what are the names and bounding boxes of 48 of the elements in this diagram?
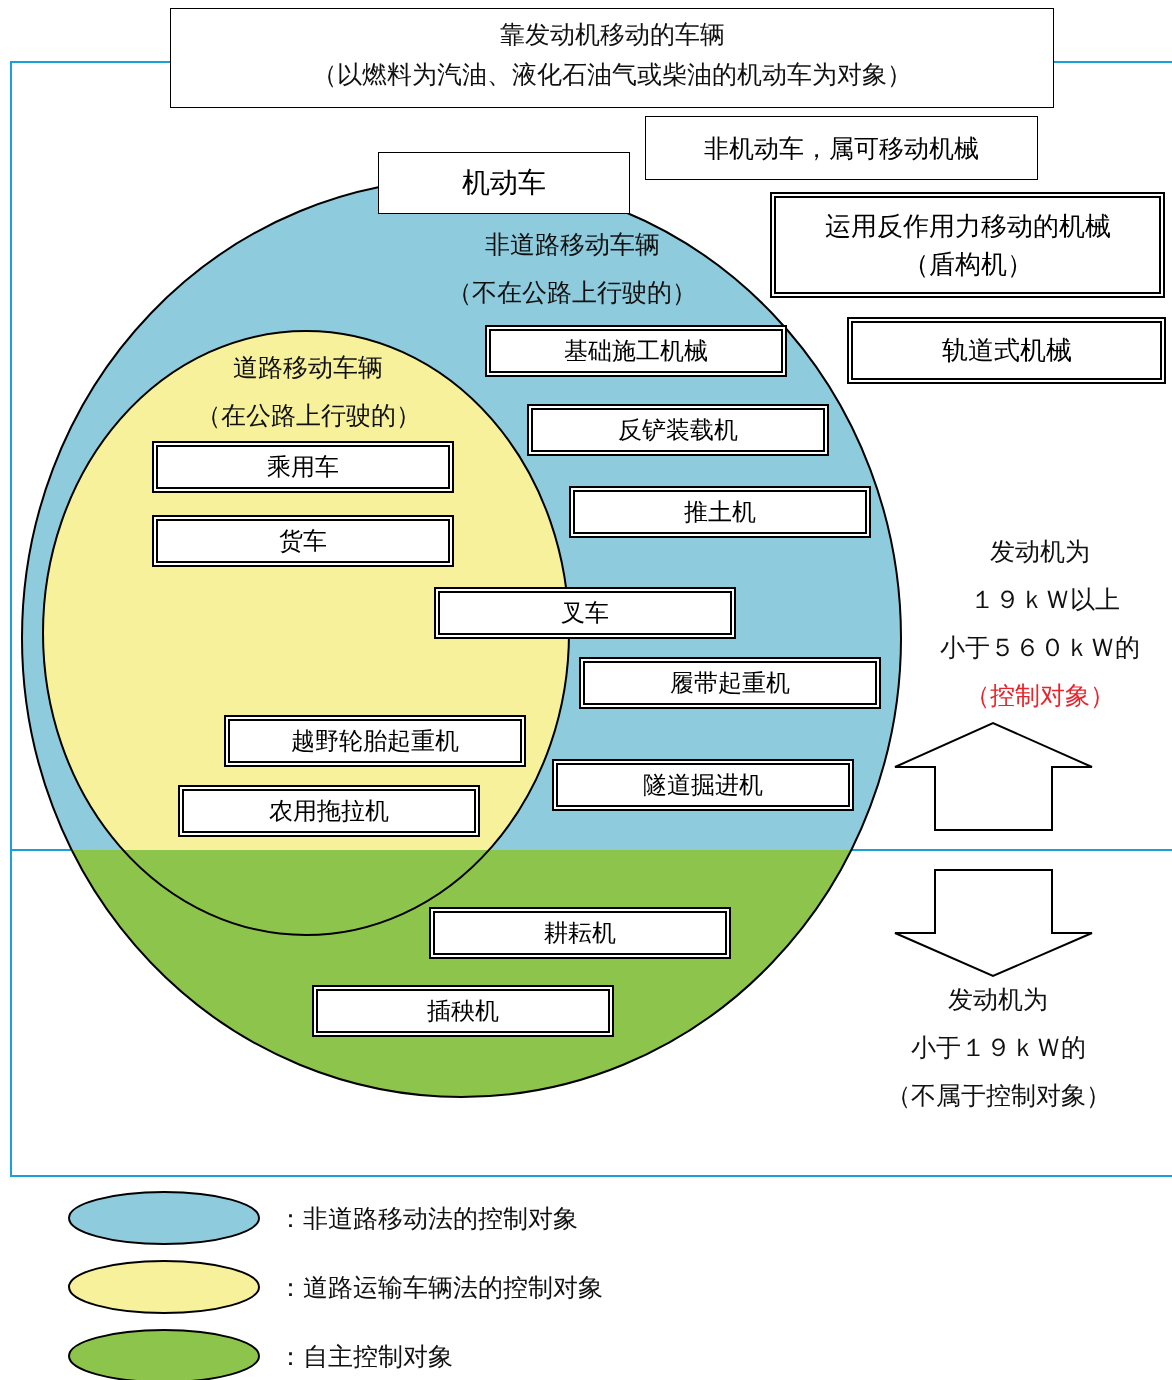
box-label: 越野轮胎起重机 [291,726,459,757]
machine-box [429,907,731,959]
region-text: 非道路移动车辆 [483,229,661,261]
machine-box [527,404,829,456]
box-label: 反铲装载机 [618,415,738,446]
machine-box [579,657,881,709]
box-label: 非机动车，属可移动机械 [704,132,979,165]
legend-text: ：非道路移动法的控制对象 [278,1203,579,1235]
machine-box [312,985,614,1037]
region-text: （在公路上行驶的） [194,400,422,432]
subheading-text: （以燃料为汽油、液化石油气或柴油的机动车为对象） [311,59,913,91]
note-text: （控制对象） [964,680,1116,712]
machine-box [224,715,526,767]
note-text: （不属于控制对象） [884,1080,1112,1112]
box-label: 乘用车 [267,452,339,483]
box-label: 隧道掘进机 [643,770,763,801]
region-title: 机动车 [462,165,546,201]
machine-box [152,515,454,567]
info-box [645,116,1038,180]
box-label: 插秧机 [427,996,499,1027]
box-label: 轨道式机械 [941,334,1072,367]
machine-box [770,192,1165,298]
box-label: 履带起重机 [670,668,790,699]
heading-text: 靠发动机移动的车辆 [498,19,726,51]
machine-box [434,587,736,639]
legend-text: ：道路运输车辆法的控制对象 [278,1272,604,1304]
note-text: 发动机为 [947,984,1049,1016]
box-label: （盾构机） [902,248,1033,281]
box-label: 农用拖拉机 [269,796,389,827]
box-label: 基础施工机械 [564,336,708,367]
box-label: 货车 [279,526,327,557]
box-label: 推土机 [684,497,756,528]
box-label: 运用反作用力移动的机械 [824,210,1111,243]
legend-text: ：自主控制对象 [278,1341,454,1373]
note-text: 小于５６０ｋＷ的 [939,632,1141,664]
region-text: （不在公路上行驶的） [446,277,698,309]
machine-box [152,441,454,493]
machine-box [485,325,787,377]
note-text: 小于１９ｋＷ的 [909,1032,1087,1064]
machine-box [847,317,1166,384]
region-text: 道路移动车辆 [232,352,384,384]
box-label: 叉车 [561,598,609,629]
machine-box [569,486,871,538]
machine-box [552,759,854,811]
note-text: １９ｋＷ以上 [969,584,1121,616]
note-text: 发动机为 [989,536,1091,568]
box-label: 耕耘机 [544,918,616,949]
machine-box [178,785,480,837]
